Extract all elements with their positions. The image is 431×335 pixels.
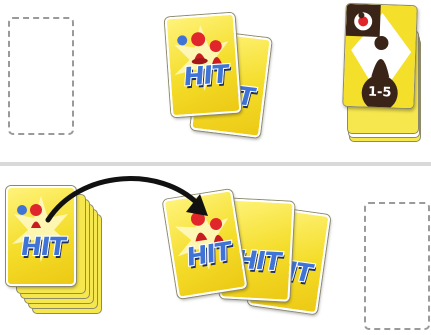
range-label: 1-5 (367, 84, 392, 101)
hit-card[interactable]: HIT (164, 12, 242, 118)
pawn-icon (190, 211, 208, 242)
hit-card[interactable]: HIT (162, 189, 248, 299)
empty-card-slot[interactable] (364, 202, 430, 330)
card-art (174, 204, 235, 270)
pawn-icon (30, 204, 42, 228)
bottom-play-area: HIT HIT HIT HIT (0, 166, 431, 335)
pawn-icon (210, 218, 224, 243)
badge-icon (354, 12, 373, 31)
range-card[interactable]: 1-5 (342, 2, 418, 110)
hit-logo: HIT (182, 59, 229, 92)
section-divider (0, 162, 431, 166)
pawn-icon (371, 36, 390, 78)
empty-card-slot[interactable] (8, 17, 74, 135)
pawn-icon (209, 40, 222, 65)
hit-logo: HIT (18, 232, 68, 261)
pawn-icon (191, 32, 208, 65)
card-art (174, 25, 233, 91)
top-play-area: HIT HIT (0, 0, 431, 162)
curved-arrow-icon (45, 176, 208, 223)
range-card-art (343, 3, 418, 110)
card-art (12, 196, 70, 262)
